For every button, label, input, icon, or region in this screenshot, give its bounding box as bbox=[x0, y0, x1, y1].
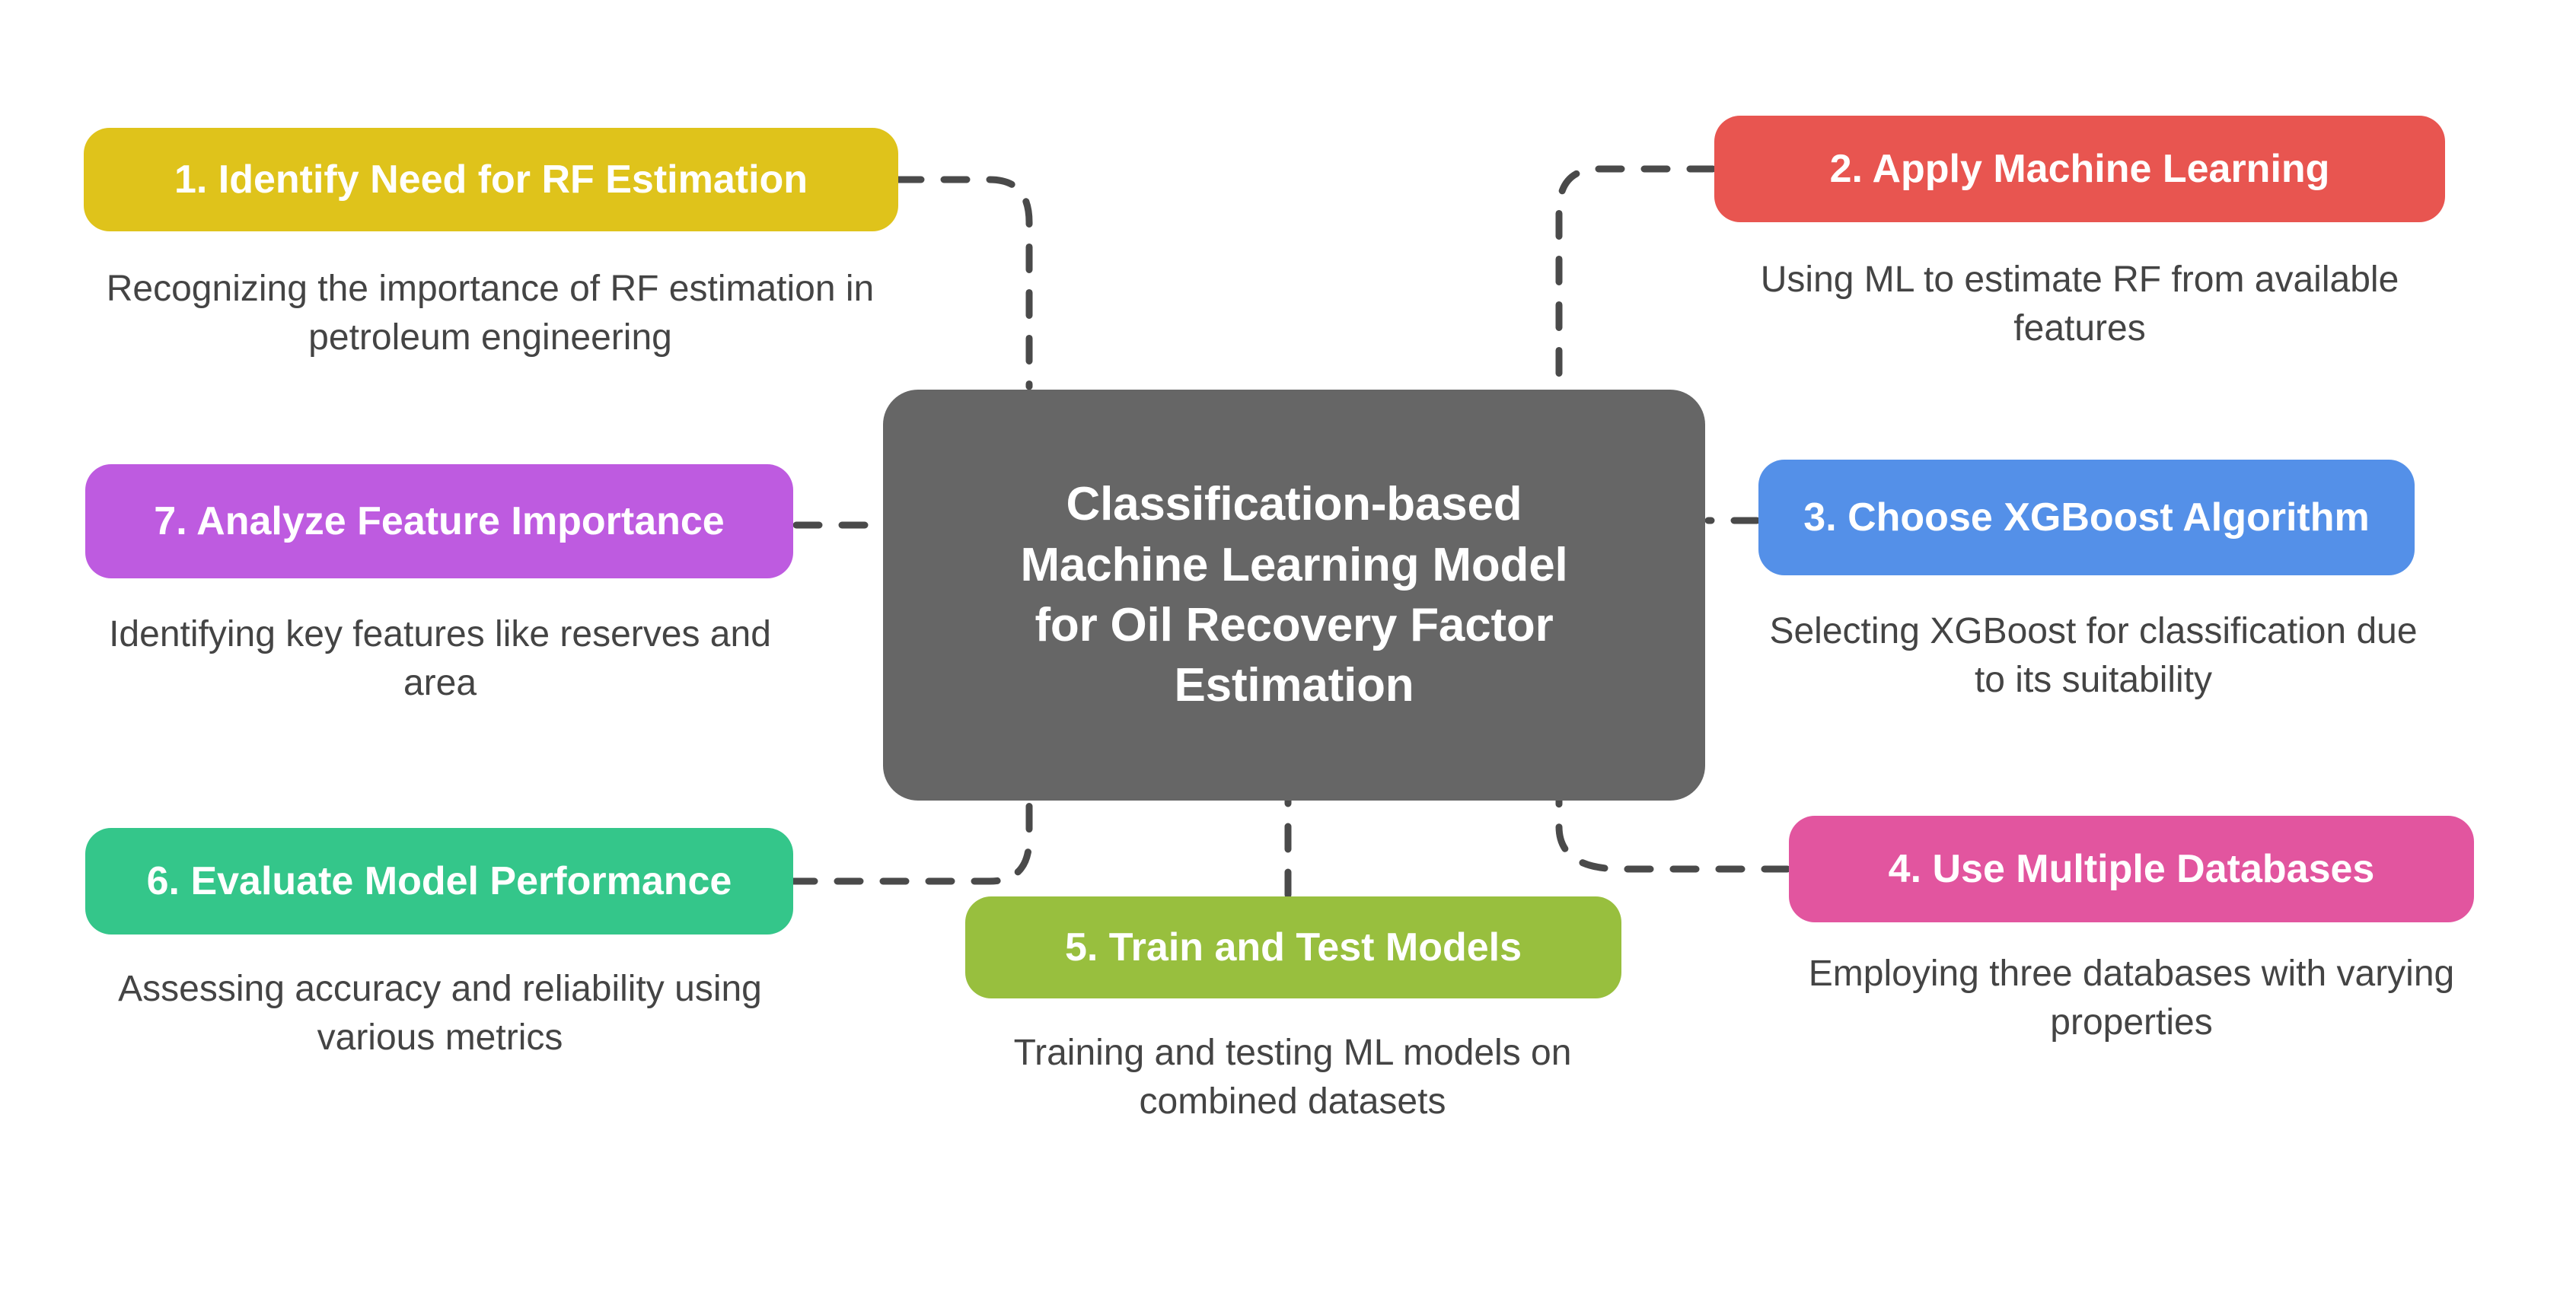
node-1-identify-need[interactable]: 1. Identify Need for RF Estimation bbox=[84, 128, 898, 231]
node-2-caption: Using ML to estimate RF from available f… bbox=[1760, 259, 2399, 349]
connector-node-6 bbox=[788, 797, 1033, 885]
node-6-caption: Assessing accuracy and reliability using… bbox=[118, 969, 762, 1059]
node-4-label: 4. Use Multiple Databases bbox=[1888, 846, 2375, 891]
connector-node-2 bbox=[1555, 165, 1717, 390]
node-4-caption: Employing three databases with varying p… bbox=[1808, 954, 2455, 1043]
node-1-caption: Recognizing the importance of RF estimat… bbox=[106, 269, 875, 358]
node-2-apply-machine-learning[interactable]: 2. Apply Machine Learning bbox=[1714, 116, 2445, 222]
node-1-label: 1. Identify Need for RF Estimation bbox=[174, 157, 808, 202]
node-7-caption: Identifying key features like reserves a… bbox=[109, 614, 771, 704]
node-3-choose-xgboost[interactable]: 3. Choose XGBoost Algorithm bbox=[1758, 460, 2415, 575]
node-2-label: 2. Apply Machine Learning bbox=[1829, 146, 2330, 191]
node-6-evaluate-model-performance[interactable]: 6. Evaluate Model Performance bbox=[85, 828, 793, 935]
node-3-label: 3. Choose XGBoost Algorithm bbox=[1803, 495, 2370, 540]
node-4-use-multiple-databases[interactable]: 4. Use Multiple Databases bbox=[1789, 816, 2474, 922]
connector-node-1 bbox=[894, 176, 1033, 390]
node-7-analyze-feature-importance[interactable]: 7. Analyze Feature Importance bbox=[85, 464, 793, 578]
node-5-label: 5. Train and Test Models bbox=[1064, 925, 1522, 970]
node-6-label: 6. Evaluate Model Performance bbox=[146, 858, 732, 903]
node-5-caption: Training and testing ML models on combin… bbox=[1013, 1033, 1572, 1122]
node-3-caption: Selecting XGBoost for classification due… bbox=[1769, 611, 2418, 701]
node-7-label: 7. Analyze Feature Importance bbox=[154, 498, 725, 543]
connector-node-4 bbox=[1555, 797, 1791, 873]
node-5-train-and-test-models[interactable]: 5. Train and Test Models bbox=[965, 896, 1621, 998]
